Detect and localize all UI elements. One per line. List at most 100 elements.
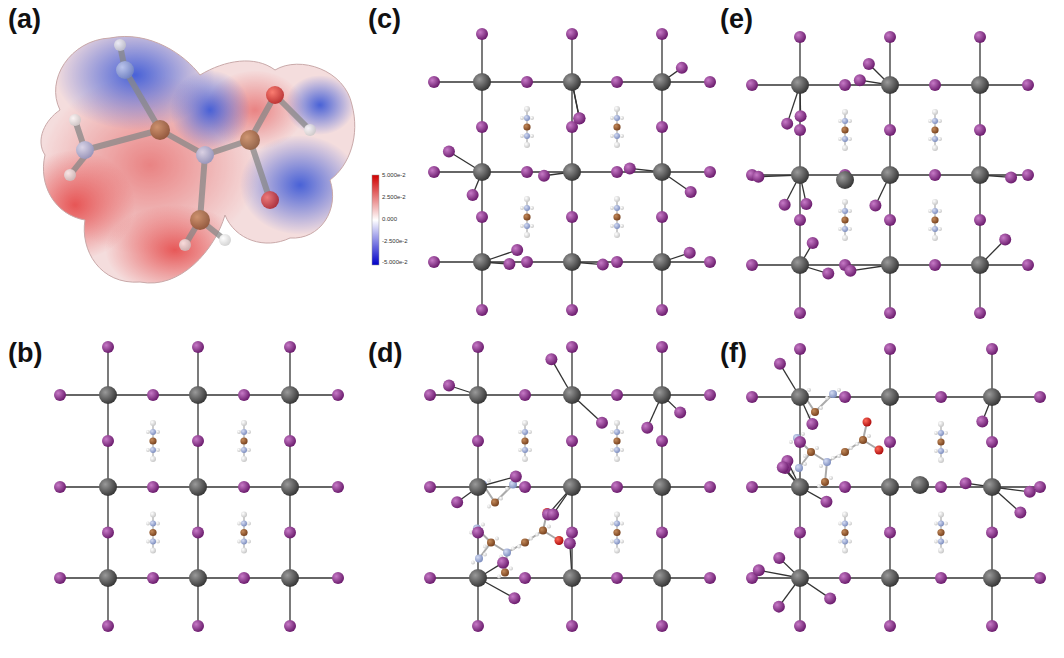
atom — [614, 232, 620, 238]
atom — [938, 119, 942, 123]
iodine-atom — [854, 74, 866, 86]
atom — [842, 118, 848, 124]
panel-label: (d) — [368, 338, 402, 369]
iodine-atom — [746, 481, 758, 493]
organic-cations — [146, 420, 251, 554]
iodine-atom — [573, 112, 585, 124]
iodine-atom — [781, 118, 793, 130]
iodine-atom — [839, 79, 851, 91]
atom — [932, 208, 938, 214]
atom — [807, 388, 811, 392]
iodine-atom — [192, 620, 204, 632]
iodine-atom — [779, 199, 791, 211]
iodine-atom — [656, 620, 668, 632]
atom — [247, 522, 251, 526]
atom — [150, 521, 156, 527]
atom — [842, 145, 848, 151]
atom — [156, 448, 160, 452]
iodine-atom — [974, 214, 986, 226]
atom — [849, 446, 853, 450]
lead-atom — [281, 386, 299, 404]
atom — [614, 429, 620, 435]
organic-cations — [789, 388, 948, 554]
iodine-atom — [656, 211, 668, 223]
iodine-atom — [884, 124, 896, 136]
atom — [521, 437, 528, 444]
lead-atom — [653, 569, 671, 587]
iodine-atom — [674, 406, 686, 418]
atom — [241, 548, 247, 554]
atom — [932, 109, 938, 115]
atom — [481, 523, 485, 527]
iodine-atom — [519, 481, 531, 493]
atom — [503, 549, 511, 557]
atom — [524, 133, 530, 139]
atom — [524, 205, 530, 211]
atom — [938, 521, 944, 527]
atom — [539, 527, 547, 535]
atom — [931, 126, 938, 133]
iodine-atom — [656, 435, 668, 447]
atom — [944, 540, 948, 544]
iodine-atom — [497, 557, 509, 569]
lead-atom — [881, 388, 899, 406]
atom — [842, 208, 848, 214]
atom — [610, 116, 614, 120]
iodine-atom — [574, 112, 586, 124]
atom — [848, 540, 852, 544]
lead-atom — [99, 386, 117, 404]
atom — [938, 137, 942, 141]
iodine-atom — [566, 304, 578, 316]
atom — [149, 529, 156, 536]
iodine-atom — [656, 28, 668, 40]
lead-atom — [189, 478, 207, 496]
atom — [842, 226, 848, 232]
atom — [524, 115, 530, 121]
lead-atom — [473, 253, 491, 271]
atom — [614, 223, 620, 229]
atom — [620, 448, 624, 452]
lead-atom — [791, 76, 809, 94]
atom — [614, 142, 620, 148]
iodine-atom — [611, 389, 623, 401]
iodine-atom — [566, 28, 578, 40]
atom — [247, 448, 251, 452]
iodine-atom — [476, 211, 488, 223]
iodine-atom — [884, 31, 896, 43]
lead-atom — [911, 476, 929, 494]
perovskite-lattice — [54, 341, 344, 632]
atom — [146, 522, 150, 526]
atom — [190, 210, 210, 230]
lead-atom — [189, 569, 207, 587]
esp-colours — [15, 20, 360, 295]
atom — [842, 512, 848, 518]
iodine-atom — [974, 124, 986, 136]
atom — [848, 209, 852, 213]
atom — [524, 223, 530, 229]
iodine-atom — [54, 389, 66, 401]
iodine-atom — [192, 341, 204, 353]
atom — [614, 420, 620, 426]
atom — [266, 86, 284, 104]
atom — [614, 196, 620, 202]
atom — [610, 224, 614, 228]
iodine-atom — [519, 572, 531, 584]
iodine-atom — [685, 186, 697, 198]
iodine-atom — [54, 481, 66, 493]
iodine-atom — [102, 341, 114, 353]
atom — [829, 390, 837, 398]
lead-atom — [881, 166, 899, 184]
iodine-atom — [960, 477, 972, 489]
atom — [304, 124, 316, 136]
iodine-atom — [428, 76, 440, 88]
iodine-atom — [508, 592, 520, 604]
iodine-atom — [773, 552, 785, 564]
iodine-atom — [753, 564, 765, 576]
lead-atom — [881, 478, 899, 496]
iodine-atom — [844, 265, 856, 277]
atom — [179, 239, 191, 251]
iodine-atom — [704, 256, 716, 268]
iodine-atom — [102, 527, 114, 539]
atom — [614, 133, 620, 139]
organic-cations — [520, 106, 624, 238]
